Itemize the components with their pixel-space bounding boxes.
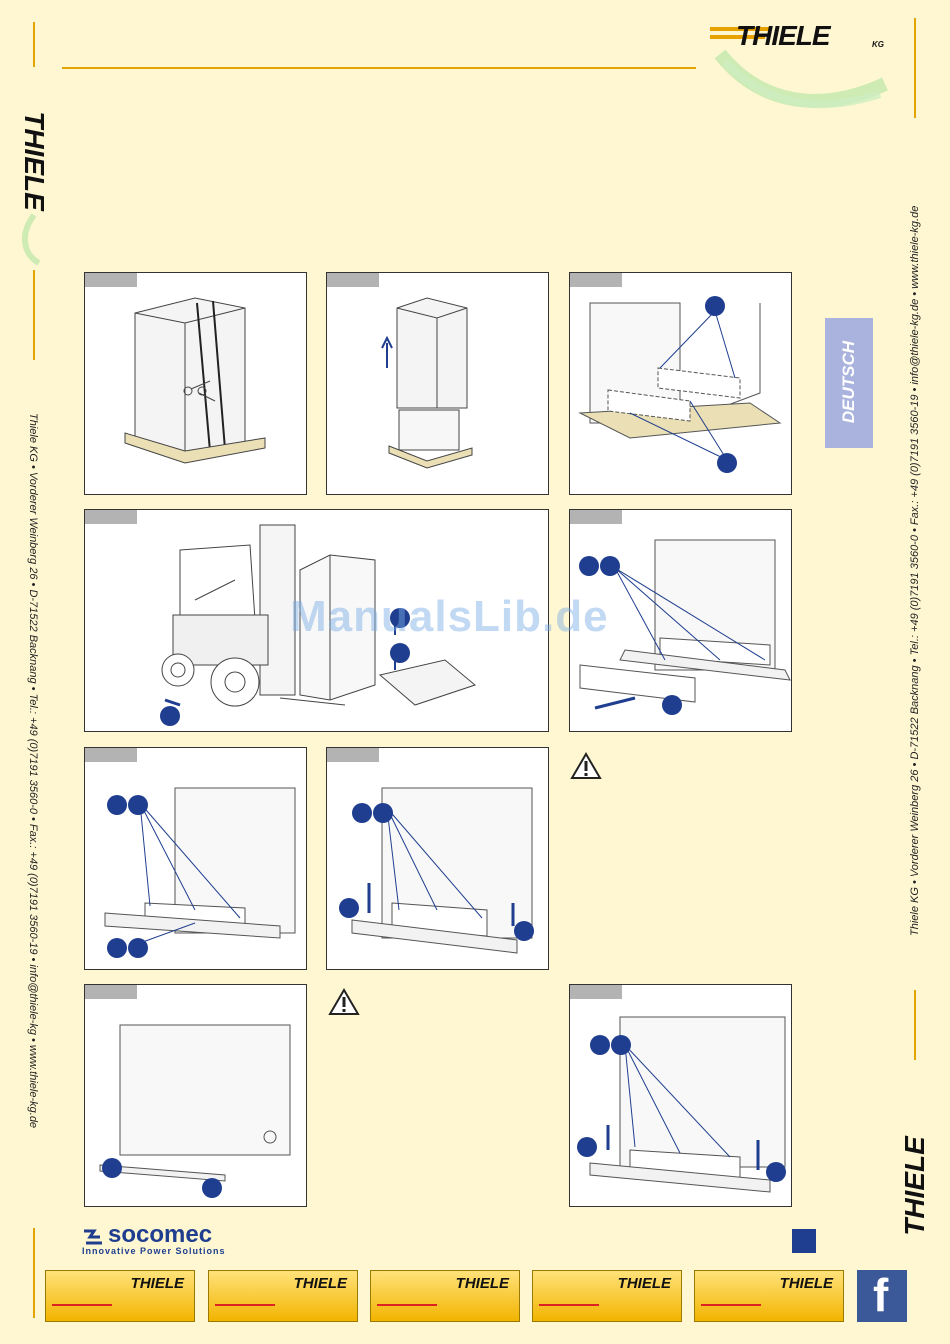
step-6-panel	[84, 747, 307, 970]
language-tab-label: DEUTSCH	[839, 340, 858, 424]
warning-icon	[570, 752, 602, 780]
socomec-name: socomec	[108, 1221, 213, 1248]
step-8-panel	[84, 984, 307, 1207]
step-4-panel	[84, 509, 549, 732]
callout-marker	[107, 938, 127, 958]
facebook-icon[interactable]: f	[857, 1269, 907, 1322]
footer-button-label: THIELE	[455, 1275, 509, 1292]
step-5-tab	[570, 510, 622, 524]
left-rule-mid	[33, 270, 35, 360]
base-rail-illustration-a	[104, 787, 296, 958]
step-5-panel	[569, 509, 792, 732]
step-7-tab	[327, 748, 379, 762]
socomec-tagline: Innovative Power Solutions	[82, 1246, 226, 1256]
step-7-panel	[326, 747, 549, 970]
left-rule-bottom	[33, 1228, 35, 1318]
front-bracket-illustration	[579, 539, 791, 715]
callout-marker	[766, 1162, 786, 1182]
page-marker	[792, 1229, 816, 1253]
base-rail-illustration-b	[339, 787, 534, 954]
facebook-glyph: f	[873, 1269, 889, 1321]
callout-marker	[373, 803, 393, 823]
right-logo-text: THIELE	[899, 1136, 930, 1236]
right-logo: THIELE	[895, 1080, 935, 1270]
footer-button-1[interactable]: THIELE	[45, 1270, 195, 1322]
callout-marker	[390, 643, 410, 663]
callout-marker	[579, 556, 599, 576]
callout-marker	[202, 1178, 222, 1198]
step-3-panel	[569, 272, 792, 495]
callout-marker	[390, 608, 410, 628]
footer-button-label: THIELE	[779, 1275, 833, 1292]
callout-marker	[128, 938, 148, 958]
warning-icon-2	[328, 988, 360, 1016]
step-4-tab	[85, 510, 137, 524]
callout-marker	[514, 921, 534, 941]
footer-button-label: THIELE	[293, 1275, 347, 1292]
step-2-panel	[326, 272, 549, 495]
base-rail-illustration-c	[577, 1016, 786, 1193]
castor-illustration	[99, 1024, 291, 1198]
right-address-text: Thiele KG • Vorderer Weinberg 26 • D-715…	[909, 205, 921, 936]
footer-button-label: THIELE	[617, 1275, 671, 1292]
socomec-logo: socomec Innovative Power Solutions	[82, 1221, 257, 1259]
socomec-mark-icon	[84, 1229, 102, 1245]
top-rule	[62, 67, 696, 69]
step-1-panel	[84, 272, 307, 495]
top-logo-text: THIELE	[736, 20, 831, 51]
left-swoosh-icon	[22, 213, 41, 266]
step-1-tab	[85, 273, 137, 287]
callout-marker	[339, 898, 359, 918]
watermark: ManualsLib.de	[290, 592, 609, 641]
left-logo: THIELE	[14, 75, 54, 266]
unpack-strap-illustration	[124, 297, 266, 464]
left-rule-top	[33, 22, 35, 67]
callout-marker	[128, 795, 148, 815]
swoosh-icon	[710, 27, 888, 109]
callout-marker	[160, 706, 180, 726]
footer-button-label: THIELE	[130, 1275, 184, 1292]
callout-marker	[590, 1035, 610, 1055]
step-9-panel	[569, 984, 792, 1207]
lift-cover-illustration	[381, 297, 473, 469]
footer-button-3[interactable]: THIELE	[370, 1270, 520, 1322]
step-2-tab	[327, 273, 379, 287]
callout-marker	[102, 1158, 122, 1178]
callout-marker	[352, 803, 372, 823]
footer-button-4[interactable]: THIELE	[532, 1270, 682, 1322]
callout-marker	[662, 695, 682, 715]
callout-marker	[600, 556, 620, 576]
forklift-illustration	[160, 524, 477, 726]
step-8-tab	[85, 985, 137, 999]
step-3-tab	[570, 273, 622, 287]
bracket-removal-illustration	[578, 296, 782, 473]
callout-marker	[577, 1137, 597, 1157]
footer-button-2[interactable]: THIELE	[208, 1270, 358, 1322]
top-logo: THIELE KG	[700, 14, 890, 114]
left-address-text: Thiele KG • Vorderer Weinberg 26 • D-715…	[27, 413, 39, 1129]
language-tab[interactable]: DEUTSCH	[825, 318, 873, 448]
callout-marker	[107, 795, 127, 815]
step-6-tab	[85, 748, 137, 762]
footer-button-5[interactable]: THIELE	[694, 1270, 844, 1322]
callout-marker	[611, 1035, 631, 1055]
step-9-tab	[570, 985, 622, 999]
right-rule-bottom	[914, 990, 916, 1060]
left-logo-text: THIELE	[19, 111, 50, 211]
top-logo-suffix: KG	[872, 40, 884, 49]
right-rule-top	[914, 18, 916, 118]
callout-marker	[705, 296, 725, 316]
callout-marker	[717, 453, 737, 473]
